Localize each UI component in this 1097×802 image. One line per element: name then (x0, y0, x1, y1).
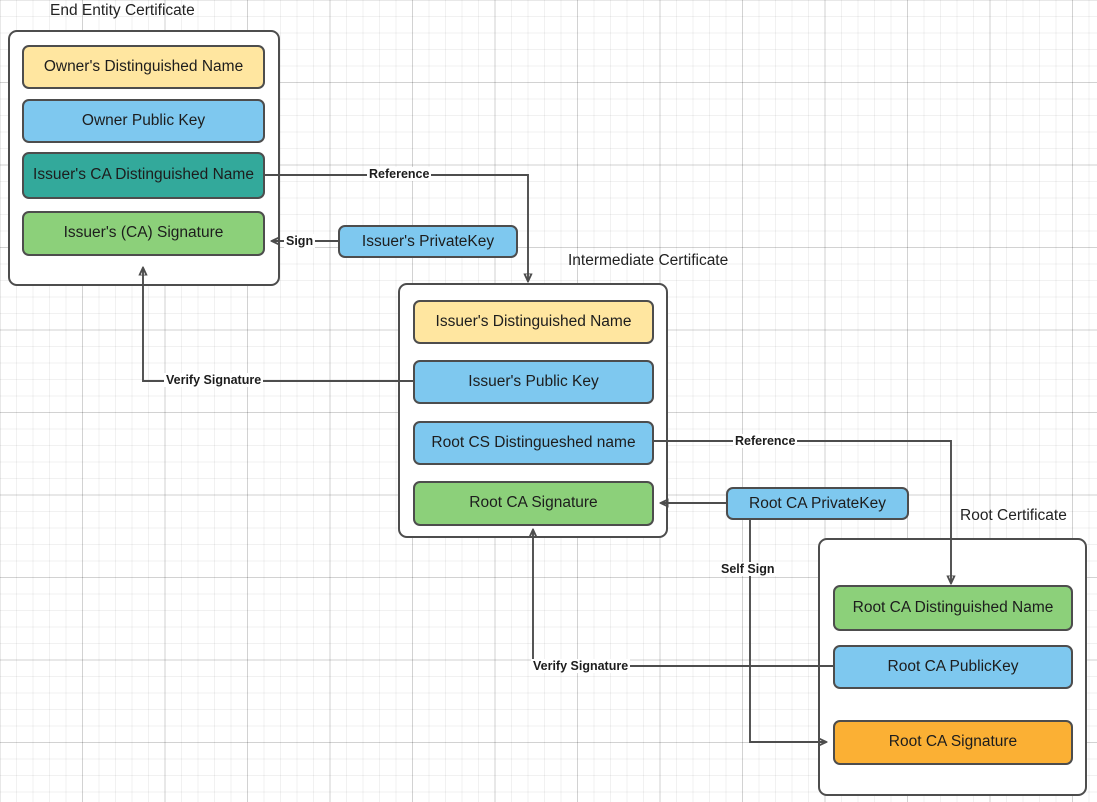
intermediate-field-root-ca-signature[interactable]: Root CA Signature (413, 481, 654, 526)
end-entity-field-issuer-ca-dn[interactable]: Issuer's CA Distinguished Name (22, 152, 265, 199)
edge-label-reference-mid: Reference (733, 434, 798, 448)
root-field-root-ca-signature[interactable]: Root CA Signature (833, 720, 1073, 765)
root-field-root-ca-dn[interactable]: Root CA Distinguished Name (833, 585, 1073, 631)
edge-label-reference-top: Reference (367, 167, 432, 181)
wire-verify-bottom (533, 530, 834, 667)
intermediate-title: Intermediate Certificate (568, 252, 729, 269)
edge-label-sign: Sign (284, 234, 316, 248)
edge-label-self-sign: Self Sign (719, 562, 777, 576)
edge-label-verify-bottom: Verify Signature (531, 659, 631, 673)
intermediate-field-issuer-public-key[interactable]: Issuer's Public Key (413, 360, 654, 404)
intermediate-field-issuer-dn[interactable]: Issuer's Distinguished Name (413, 300, 654, 344)
end-entity-field-owner-dn[interactable]: Owner's Distinguished Name (22, 45, 265, 89)
root-field-root-ca-public-key[interactable]: Root CA PublicKey (833, 645, 1073, 689)
issuer-private-key-box[interactable]: Issuer's PrivateKey (338, 225, 518, 258)
wire-self-sign (749, 519, 826, 742)
root-title: Root Certificate (960, 507, 1067, 524)
end-entity-field-owner-public-key[interactable]: Owner Public Key (22, 99, 265, 143)
root-ca-private-key-box[interactable]: Root CA PrivateKey (726, 487, 909, 520)
end-entity-field-issuer-signature[interactable]: Issuer's (CA) Signature (22, 211, 265, 256)
edge-label-verify-top: Verify Signature (164, 373, 264, 387)
intermediate-field-root-cs-dn[interactable]: Root CS Distingueshed name (413, 421, 654, 465)
end-entity-title: End Entity Certificate (50, 2, 195, 19)
